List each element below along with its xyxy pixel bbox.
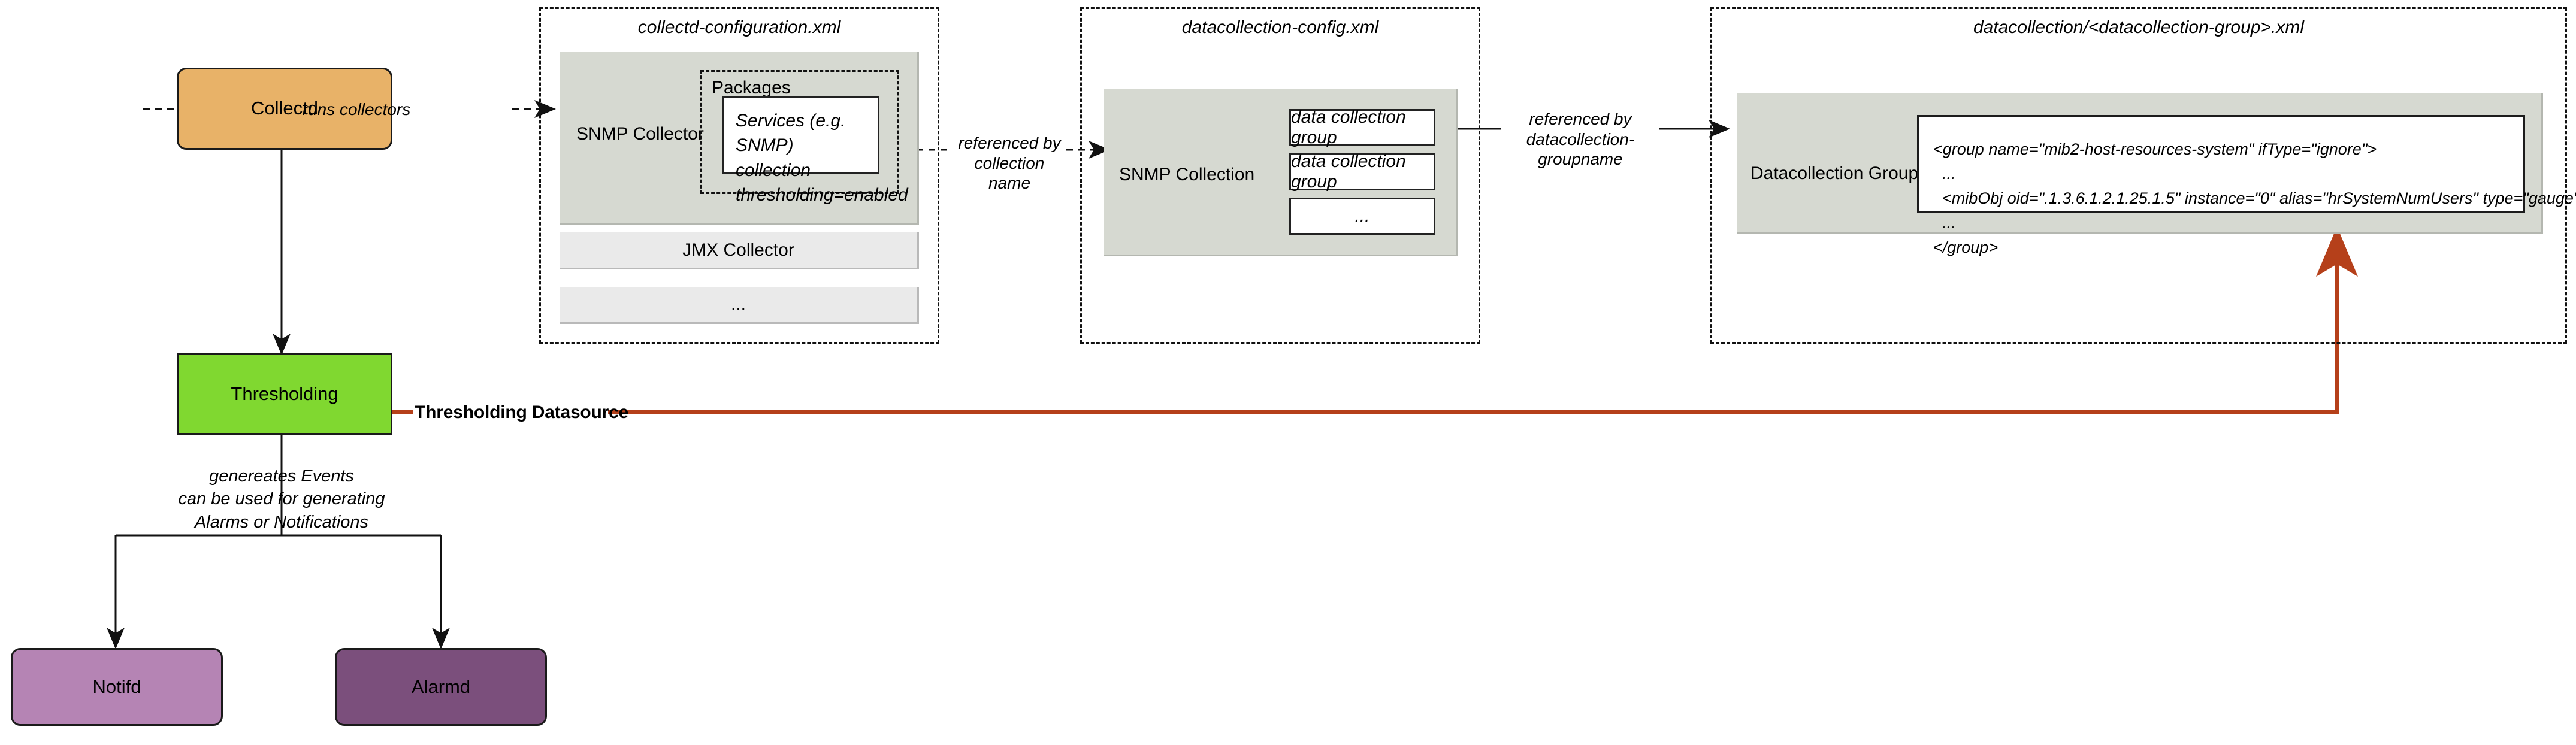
row-collector-more-label: ... <box>730 294 746 314</box>
datacollection-group-code[interactable]: <group name="mib2-host-resources-system"… <box>1917 115 2576 256</box>
node-thresholding-label: Thresholding <box>231 383 338 404</box>
label-runs-collectors: runs collectors <box>302 100 411 119</box>
data-collection-group-2-label: data collection group <box>1291 152 1406 192</box>
panel-datacollection-group-label: Datacollection Group <box>1750 163 1919 183</box>
note-generates-events: genereates Events can be used for genera… <box>178 467 385 532</box>
file-group-collectd-configuration: collectd-configuration.xml <box>539 7 939 344</box>
data-collection-group-1-label: data collection group <box>1291 107 1406 147</box>
node-collectd[interactable]: Collectd <box>177 68 392 150</box>
node-notifd[interactable]: Notifd <box>11 648 223 726</box>
packages-label: Packages <box>712 78 791 98</box>
data-collection-group-3-label: ... <box>1354 206 1370 226</box>
panel-snmp-collection-label: SNMP Collection <box>1119 165 1255 184</box>
node-notifd-label: Notifd <box>92 676 141 697</box>
file-group-datacollection-group-file-title: datacollection/<datacollection-group>.xm… <box>1973 17 2304 37</box>
data-collection-group-3[interactable]: ... <box>1289 198 1435 235</box>
node-collectd-label: Collectd <box>251 98 318 119</box>
row-jmx-collector[interactable]: JMX Collector <box>560 232 919 269</box>
data-collection-group-1[interactable]: data collection group <box>1289 107 1435 147</box>
row-collector-more[interactable]: ... <box>560 287 919 324</box>
node-alarmd[interactable]: Alarmd <box>335 648 547 726</box>
data-collection-group-2[interactable]: data collection group <box>1289 152 1435 192</box>
row-jmx-collector-label: JMX Collector <box>682 240 794 260</box>
node-thresholding[interactable]: Thresholding <box>177 353 392 435</box>
node-alarmd-label: Alarmd <box>411 676 471 697</box>
file-group-datacollection-config: datacollection-config.xml <box>1080 7 1480 344</box>
panel-snmp-collector-label: SNMP Collector <box>576 124 704 144</box>
label-thresholding-datasource: Thresholding Datasource <box>415 402 629 422</box>
file-group-datacollection-group-file: datacollection/<datacollection-group>.xm… <box>1710 7 2567 344</box>
file-group-collectd-configuration-title: collectd-configuration.xml <box>637 17 841 37</box>
packages-container: Packages <box>700 70 899 194</box>
services-box[interactable]: Services (e.g. SNMP) collection threshol… <box>722 96 908 205</box>
label-referenced-by-datacollection-groupname: referenced by datacollection-groupname <box>1526 110 1635 169</box>
file-group-datacollection-config-title: datacollection-config.xml <box>1181 17 1379 37</box>
label-referenced-by-collection-name: referenced by collection name <box>958 134 1061 193</box>
